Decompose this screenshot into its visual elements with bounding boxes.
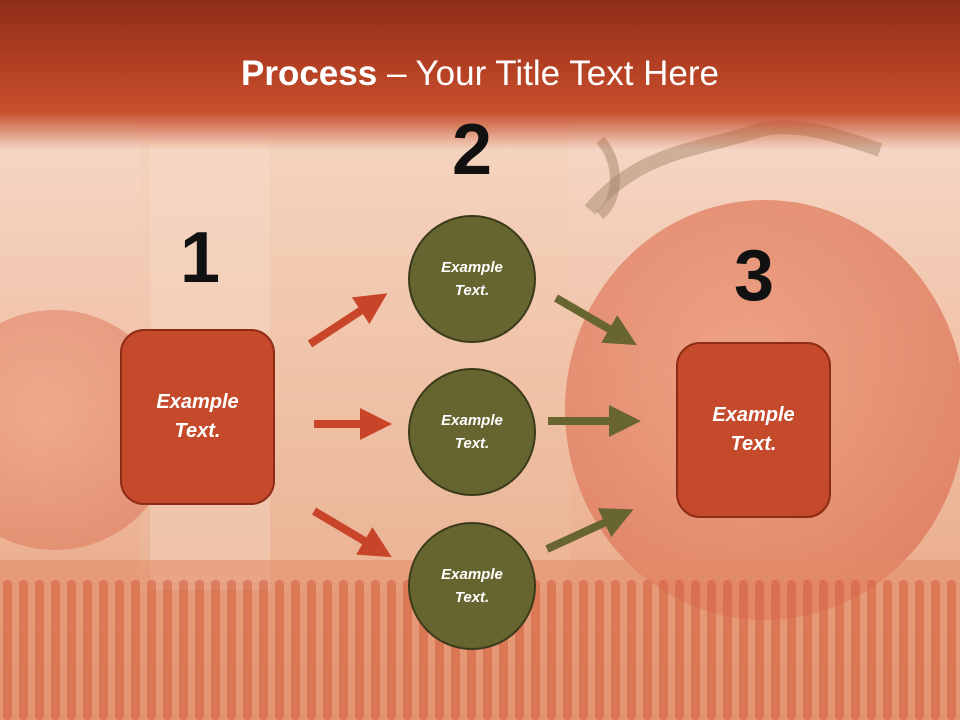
mat-stripe: [67, 580, 76, 720]
step-number-2: 2: [451, 110, 493, 190]
step-3-box: Example Text.: [676, 342, 831, 518]
mat-stripe: [115, 580, 124, 720]
mat-stripe: [931, 580, 940, 720]
mat-stripe: [563, 580, 572, 720]
mat-stripe: [403, 580, 412, 720]
mat-stripe: [659, 580, 668, 720]
step-1-box: Example Text.: [120, 329, 275, 505]
mat-stripe: [83, 580, 92, 720]
mat-stripe: [307, 580, 316, 720]
step-2-circle-3-text: Example Text.: [441, 566, 503, 606]
mat-stripe: [947, 580, 956, 720]
mat-stripe: [531, 580, 540, 720]
step-2-circle-2-text: Example Text.: [441, 412, 503, 452]
arrow-1-to-circle-1: [307, 293, 388, 348]
mat-stripe: [915, 580, 924, 720]
mat-stripe: [595, 580, 604, 720]
mat-stripe: [675, 580, 684, 720]
mat-stripe: [835, 580, 844, 720]
mat-stripe: [51, 580, 60, 720]
mat-stripe: [323, 580, 332, 720]
mat-stripe: [291, 580, 300, 720]
mat-stripe: [691, 580, 700, 720]
title-band: [0, 0, 960, 150]
title-rest: – Your Title Text Here: [377, 54, 719, 93]
step-2-circle-3: Example Text.: [408, 522, 536, 650]
slide-title: Process – Your Title Text Here: [0, 52, 960, 96]
mat-stripe: [195, 580, 204, 720]
mat-stripe: [227, 580, 236, 720]
mat-stripe: [867, 580, 876, 720]
mat-stripe: [179, 580, 188, 720]
mat-stripe: [739, 580, 748, 720]
mat-stripe: [723, 580, 732, 720]
mat-stripe: [611, 580, 620, 720]
mat-stripe: [387, 580, 396, 720]
mat-stripe: [755, 580, 764, 720]
arrow-circle-1-to-3: [553, 294, 637, 346]
arrow-1-to-circle-3: [311, 507, 392, 558]
mat-stripe: [627, 580, 636, 720]
mat-stripe: [275, 580, 284, 720]
mat-stripe: [339, 580, 348, 720]
mat-stripe: [163, 580, 172, 720]
mat-stripe: [787, 580, 796, 720]
mat-stripe: [131, 580, 140, 720]
mat-stripe: [211, 580, 220, 720]
title-bold: Process: [241, 54, 378, 93]
mat-stripe: [643, 580, 652, 720]
mat-stripe: [819, 580, 828, 720]
mat-stripe: [771, 580, 780, 720]
mat-stripe: [243, 580, 252, 720]
mat-stripe: [3, 580, 12, 720]
step-2-circle-1: Example Text.: [408, 215, 536, 343]
step-2-circle-1-text: Example Text.: [441, 259, 503, 299]
step-2-circle-2: Example Text.: [408, 368, 536, 496]
mat-stripe: [707, 580, 716, 720]
mat-stripe: [19, 580, 28, 720]
mat-stripe: [579, 580, 588, 720]
mat-stripe: [35, 580, 44, 720]
mat-stripe: [99, 580, 108, 720]
step-number-1: 1: [179, 218, 221, 298]
mat-stripe: [883, 580, 892, 720]
step-number-3: 3: [733, 236, 775, 316]
step-1-text: Example Text.: [156, 391, 239, 442]
mat-stripe: [899, 580, 908, 720]
step-3-text: Example Text.: [712, 404, 795, 455]
mat-stripe: [355, 580, 364, 720]
mat-stripe: [147, 580, 156, 720]
mat-stripe: [371, 580, 380, 720]
arrow-circle-3-to-3: [545, 508, 634, 553]
mat-stripe: [851, 580, 860, 720]
mat-stripe: [259, 580, 268, 720]
mat-stripe: [803, 580, 812, 720]
mat-stripe: [547, 580, 556, 720]
